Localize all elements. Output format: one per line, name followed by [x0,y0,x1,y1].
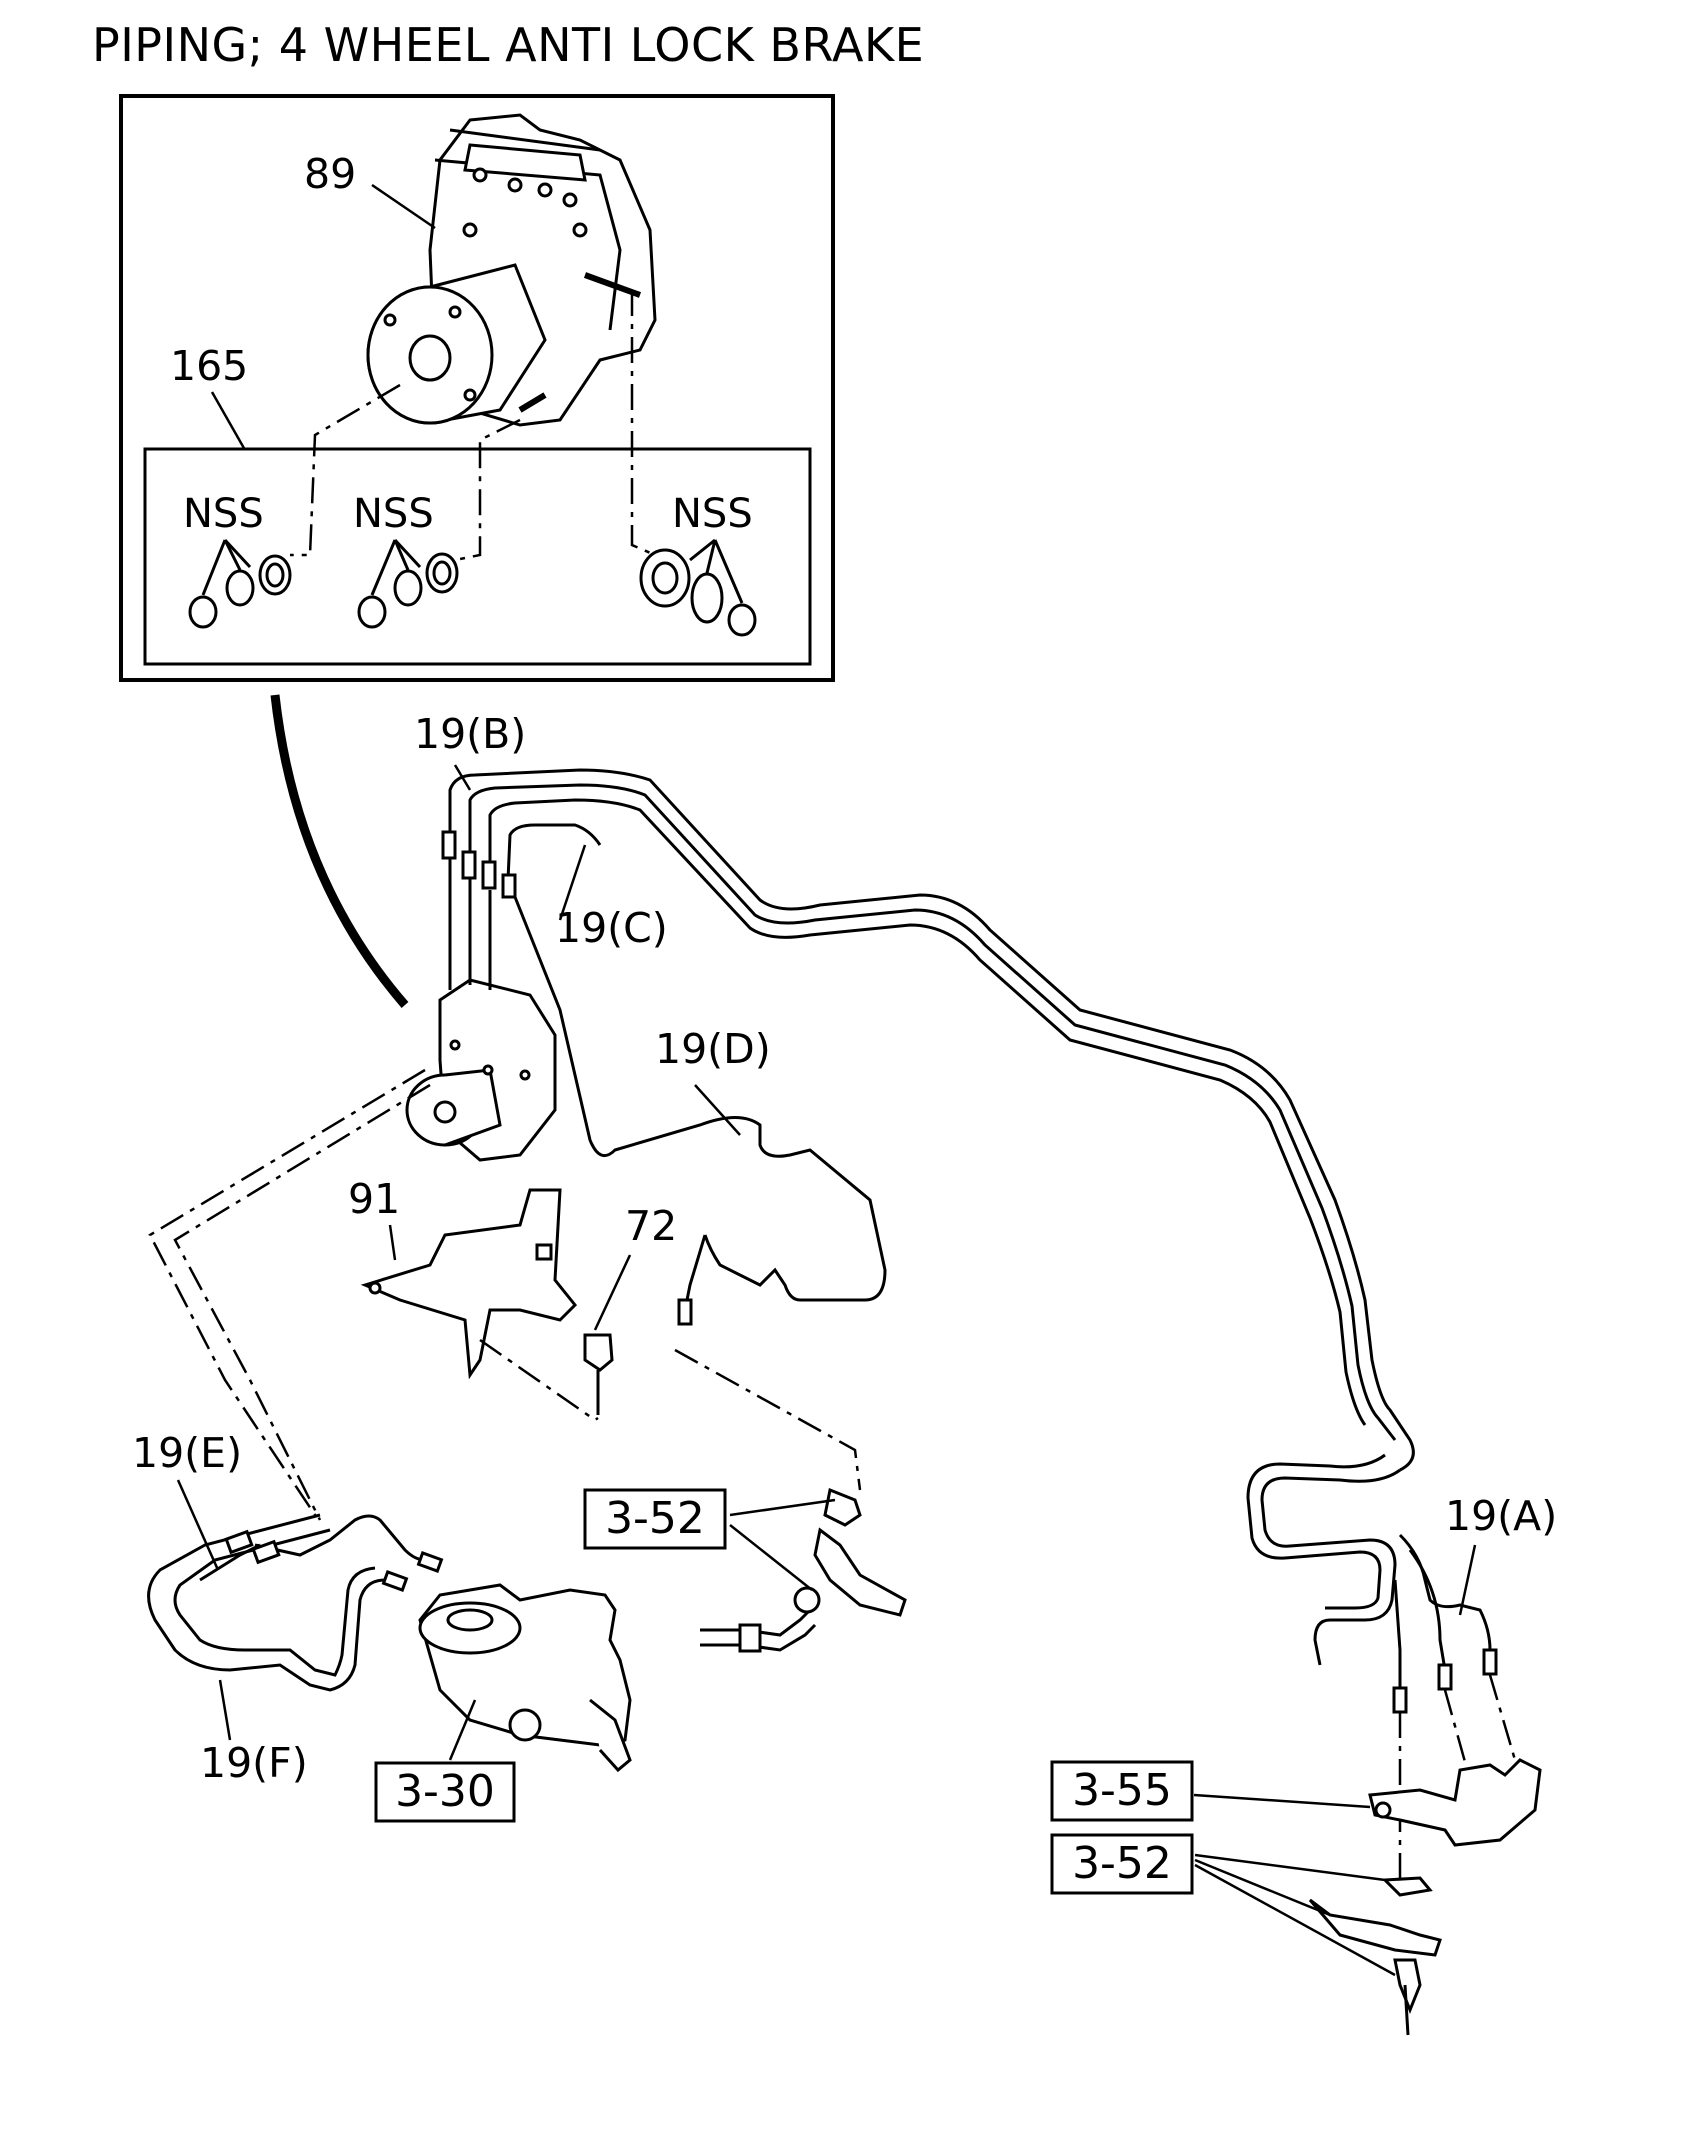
callout-19d: 19(D) [655,1025,771,1073]
inset-pointer-curve [270,694,409,1008]
ref-box-3-30: 3-30 [374,1761,516,1823]
pipes-19e-19f [147,1513,444,1692]
bracket-91 [360,1188,578,1380]
master-cylinder [418,1583,632,1773]
ref-3-52-front-label: 3-52 [605,1493,705,1544]
rear-centerlines [1398,1674,1517,1890]
callout-19e: 19(E) [132,1429,242,1477]
bolt-72 [583,1333,614,1415]
pipes-19b-19c [441,768,1415,1472]
nss-seals-middle [357,538,459,629]
inset-frame [119,94,835,682]
main-leaders [176,764,1477,1977]
nss-seals-right [639,538,757,637]
callout-72: 72 [625,1202,677,1250]
callout-19c: 19(C) [555,904,668,952]
callout-19f: 19(F) [200,1739,308,1787]
main-centerlines [148,1068,862,1521]
nss-label-left: NSS [183,491,264,537]
ref-box-3-55: 3-55 [1050,1760,1194,1822]
hcu-unit-main [405,978,557,1162]
callout-165: 165 [170,342,248,390]
rear-junction-block [1368,1758,1542,1847]
inset-centerlines [290,290,656,562]
ref-3-30-label: 3-30 [395,1766,495,1817]
ref-3-55-label: 3-55 [1072,1765,1172,1816]
callout-91: 91 [348,1175,400,1223]
front-hose-assembly [700,1487,907,1653]
callout-19a: 19(A) [1445,1492,1557,1540]
callout-19b: 19(B) [414,710,526,758]
inset-leaders [210,183,436,451]
ref-3-52-rear-label: 3-52 [1072,1838,1172,1889]
ref-box-3-52-rear: 3-52 [1050,1833,1194,1895]
nss-seals-left [188,538,292,629]
callout-89: 89 [304,150,356,198]
page-title: PIPING; 4 WHEEL ANTI LOCK BRAKE [92,18,925,72]
rear-clip [1308,1876,1442,2036]
hcu-unit-inset [366,113,657,427]
nss-label-right: NSS [672,491,753,537]
nss-label-middle: NSS [353,491,434,537]
ref-box-3-52-front: 3-52 [583,1488,727,1550]
